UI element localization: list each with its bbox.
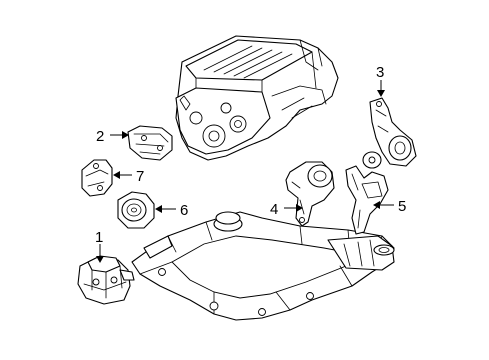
part-3-mount (369, 97, 417, 167)
callout-label-4: 4 (270, 201, 278, 218)
part-6-mount (117, 191, 155, 229)
part-7-bracket (81, 159, 113, 197)
callout-label-3: 3 (376, 64, 384, 81)
callout-1: 1 (95, 229, 104, 263)
callout-3: 3 (376, 64, 385, 97)
part-5-bracket (345, 151, 389, 235)
callout-label-1: 1 (95, 229, 103, 246)
engine-assembly (175, 35, 339, 161)
callout-4: 4 (270, 201, 303, 218)
callout-7: 7 (113, 168, 144, 185)
callout-label-2: 2 (96, 128, 104, 145)
callout-5: 5 (373, 198, 406, 215)
part-4-mount (285, 161, 335, 227)
callout-6: 6 (155, 202, 188, 219)
engine-cradle (131, 211, 395, 321)
callout-label-7: 7 (136, 168, 144, 185)
callout-label-5: 5 (398, 198, 406, 215)
callout-2: 2 (96, 128, 129, 145)
callout-label-6: 6 (180, 202, 188, 219)
part-2-bracket (127, 125, 173, 161)
part-1-mount (77, 255, 135, 305)
